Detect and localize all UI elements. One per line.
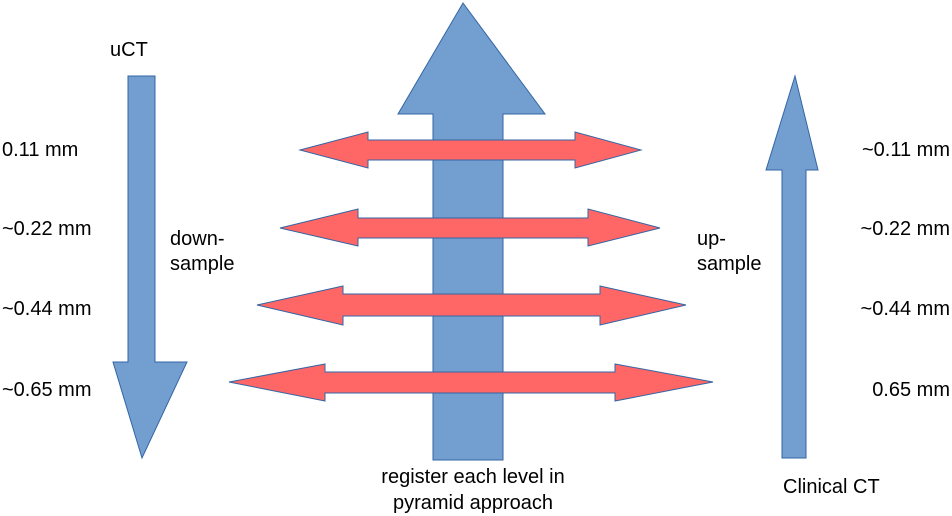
left-column-title: uCT [110,39,148,61]
right-level-4-label: 0.65 mm [872,379,950,401]
level-1-double-arrow [298,131,643,169]
downsample-label-line1: down- [170,228,225,250]
center-caption-line1: register each level in [381,466,565,488]
downsample-arrow [112,75,188,460]
downsample-label-line2: sample [170,253,235,275]
center-caption-line2: pyramid approach [392,492,554,514]
upsample-label-line1: up- [697,228,726,250]
left-level-4-label: ~0.65 mm [2,379,92,401]
level-4-double-arrow [228,363,714,402]
upsample-label-line2: sample [697,253,762,275]
left-level-1-label: 0.11 mm [2,139,79,161]
upsample-arrow [765,74,819,459]
left-level-3-label: ~0.44 mm [2,298,92,320]
right-level-3-label: ~0.44 mm [860,298,950,320]
level-2-double-arrow [279,208,661,247]
level-3-double-arrow [256,285,687,326]
right-level-1-label: ~0.11 mm [862,139,950,161]
right-column-title: Clinical CT [783,476,880,498]
left-level-2-label: ~0.22 mm [2,218,92,240]
right-level-2-label: ~0.22 mm [860,218,950,240]
